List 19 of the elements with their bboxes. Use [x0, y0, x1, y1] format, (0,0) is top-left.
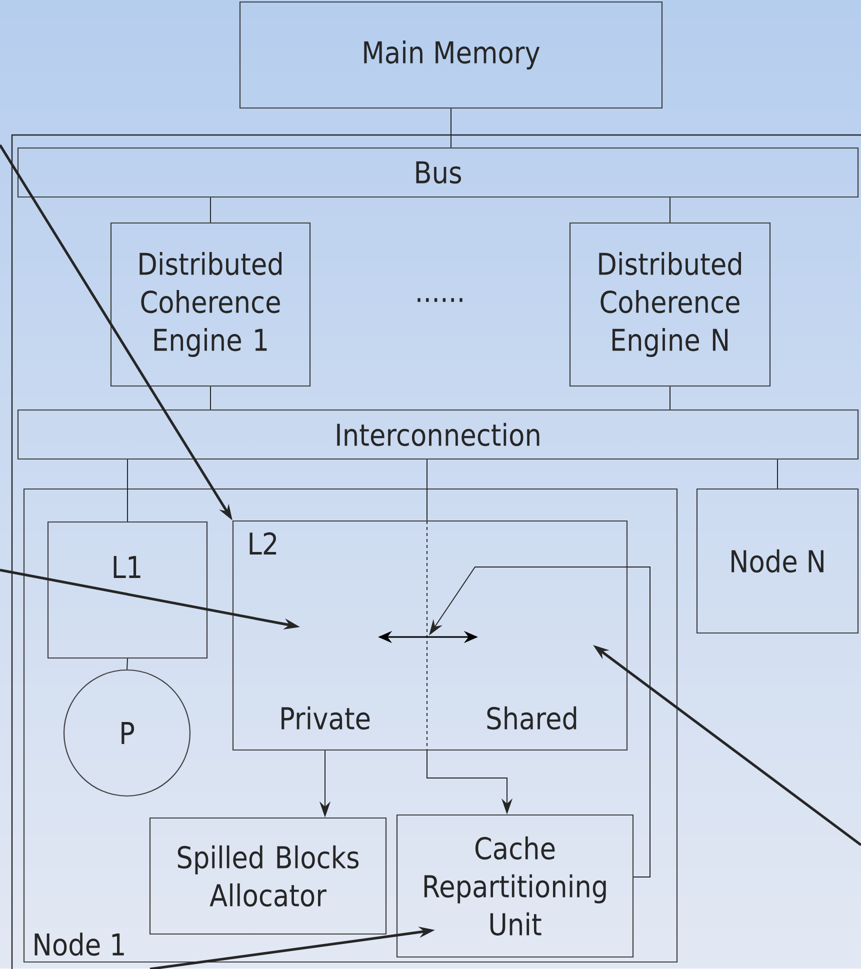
node-box: Node N [696, 488, 859, 634]
engine-box: Distributed Coherence Engine N [569, 222, 771, 387]
connector-line [126, 658, 128, 670]
memory-box: Main Memory [239, 1, 663, 109]
interconnect-bar: Interconnection [17, 409, 859, 460]
unit-box: Cache Repartitioning Unit [396, 814, 634, 958]
connector-line [127, 459, 128, 522]
connector-line [426, 459, 428, 521]
connector-line [210, 197, 211, 223]
arrow [429, 566, 650, 878]
cache-box: L2 Private Shared [232, 520, 628, 751]
connector-line [450, 108, 452, 148]
engine-box: Distributed Coherence Engine 1 [110, 222, 311, 387]
cache-box: L1 [47, 521, 208, 659]
connector-line [777, 459, 778, 489]
bus-bar: Bus [17, 147, 859, 198]
connector-line [210, 386, 211, 410]
allocator-box: Spilled Blocks Allocator [149, 817, 387, 935]
ellipsis-text: ...... [418, 298, 462, 302]
